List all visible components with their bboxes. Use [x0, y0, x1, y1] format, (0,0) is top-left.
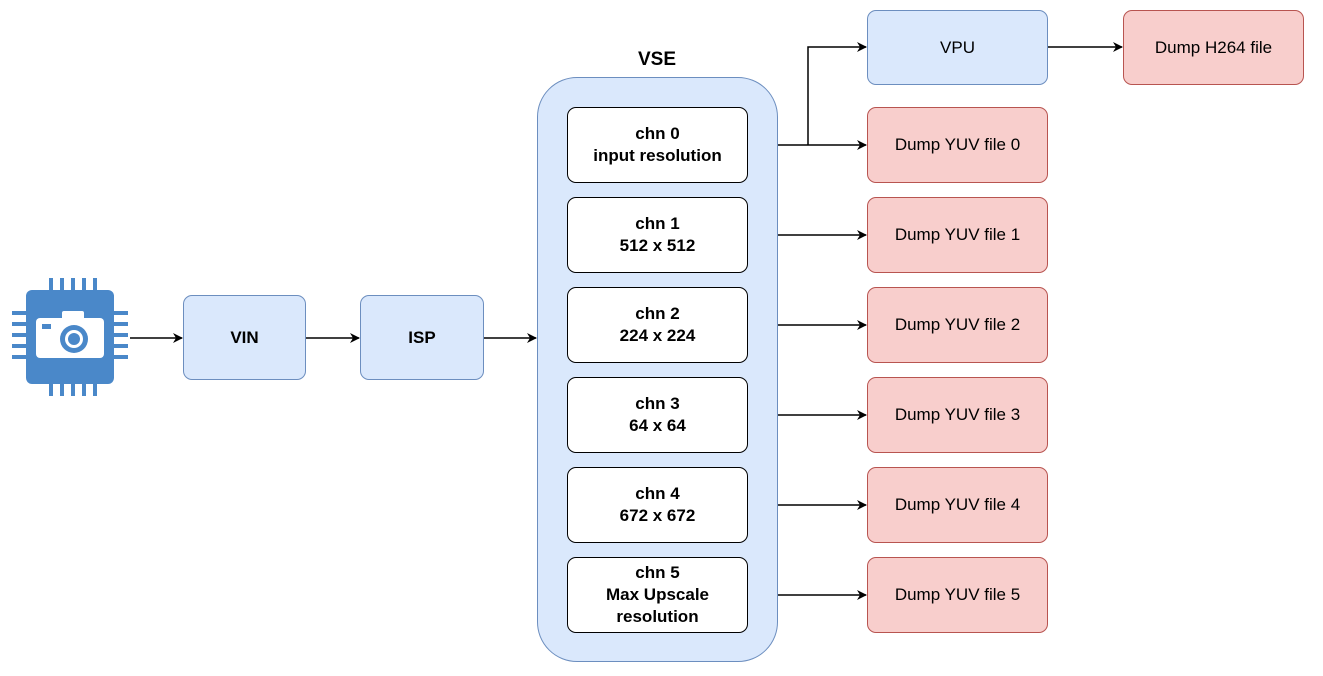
vpu-label: VPU [940, 37, 975, 57]
vse-channel-0: chn 0 input resolution [567, 107, 748, 183]
dump-yuv-label: Dump YUV file 0 [894, 135, 1021, 154]
channel-name: chn 3 [635, 394, 680, 413]
dump-yuv-label: Dump YUV file 3 [894, 405, 1021, 424]
edge-chn0-vpu [807, 42, 867, 145]
vin-block: VIN [183, 295, 306, 380]
dump-yuv-5: Dump YUV file 5 [867, 557, 1048, 633]
vse-channel-3: chn 3 64 x 64 [567, 377, 748, 453]
vse-channel-1: chn 1 512 x 512 [567, 197, 748, 273]
channel-desc: Max Upscale resolution [606, 585, 709, 626]
isp-block: ISP [360, 295, 484, 380]
channel-desc: 64 x 64 [629, 416, 686, 435]
channel-desc: input resolution [593, 146, 722, 165]
vse-title: VSE [637, 49, 677, 70]
dump-yuv-0: Dump YUV file 0 [867, 107, 1048, 183]
dump-yuv-label: Dump YUV file 1 [894, 225, 1021, 244]
dump-h264-label: Dump H264 file [1154, 37, 1273, 57]
dump-h264-block: Dump H264 file [1123, 10, 1304, 85]
channel-name: chn 4 [635, 484, 680, 503]
isp-label: ISP [408, 327, 436, 347]
vse-channel-5: chn 5 Max Upscale resolution [567, 557, 748, 633]
dump-yuv-label: Dump YUV file 5 [894, 585, 1021, 604]
channel-desc: 672 x 672 [619, 506, 696, 525]
dump-yuv-label: Dump YUV file 2 [894, 315, 1021, 334]
channel-name: chn 2 [635, 304, 680, 323]
channel-desc: 512 x 512 [619, 236, 696, 255]
vse-channel-4: chn 4 672 x 672 [567, 467, 748, 543]
channel-desc: 224 x 224 [619, 326, 696, 345]
dump-yuv-4: Dump YUV file 4 [867, 467, 1048, 543]
vin-label: VIN [230, 327, 259, 347]
dump-yuv-1: Dump YUV file 1 [867, 197, 1048, 273]
dump-yuv-2: Dump YUV file 2 [867, 287, 1048, 363]
channel-name: chn 0 [635, 124, 680, 143]
vpu-block: VPU [867, 10, 1048, 85]
vse-channel-2: chn 2 224 x 224 [567, 287, 748, 363]
channel-name: chn 5 [635, 563, 680, 582]
camera-chip-icon [12, 278, 128, 396]
dump-yuv-3: Dump YUV file 3 [867, 377, 1048, 453]
channel-name: chn 1 [635, 214, 680, 233]
dump-yuv-label: Dump YUV file 4 [894, 495, 1021, 514]
